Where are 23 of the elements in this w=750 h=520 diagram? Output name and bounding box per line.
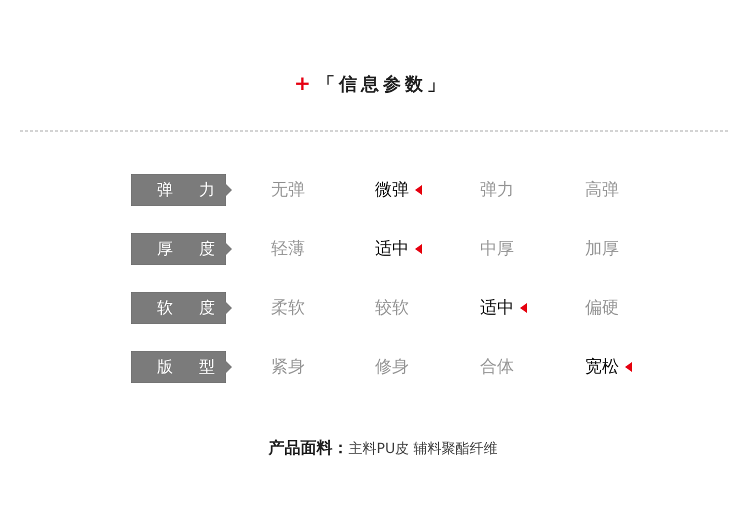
- option-text: 微弹: [375, 179, 409, 202]
- option-text: 加厚: [585, 238, 619, 261]
- option-text: 适中: [375, 238, 409, 261]
- option-text: 偏硬: [585, 297, 619, 320]
- option-text: 弹力: [480, 179, 514, 202]
- option-text: 无弹: [271, 179, 305, 202]
- option-text: 高弹: [585, 179, 619, 202]
- option-text: 轻薄: [271, 238, 305, 261]
- fabric-note: 产品面料：主料PU皮 辅料聚酯纤维: [268, 438, 498, 459]
- option-text: 较软: [375, 297, 409, 320]
- option-text: 紧身: [271, 356, 305, 379]
- option-text: 宽松: [585, 356, 619, 379]
- option-text: 中厚: [480, 238, 514, 261]
- row-header-tab: 版型: [131, 351, 232, 383]
- option-text: 适中: [480, 297, 514, 320]
- option-text: 柔软: [271, 297, 305, 320]
- row-header-tab: 软度: [131, 292, 232, 324]
- title: 「信息参数」: [317, 73, 449, 96]
- row-header-tab: 弹力: [131, 174, 232, 206]
- option-text: 合体: [480, 356, 514, 379]
- plus-sign: +: [294, 71, 311, 95]
- option-text: 修身: [375, 356, 409, 379]
- row-header-tab: 厚度: [131, 233, 232, 265]
